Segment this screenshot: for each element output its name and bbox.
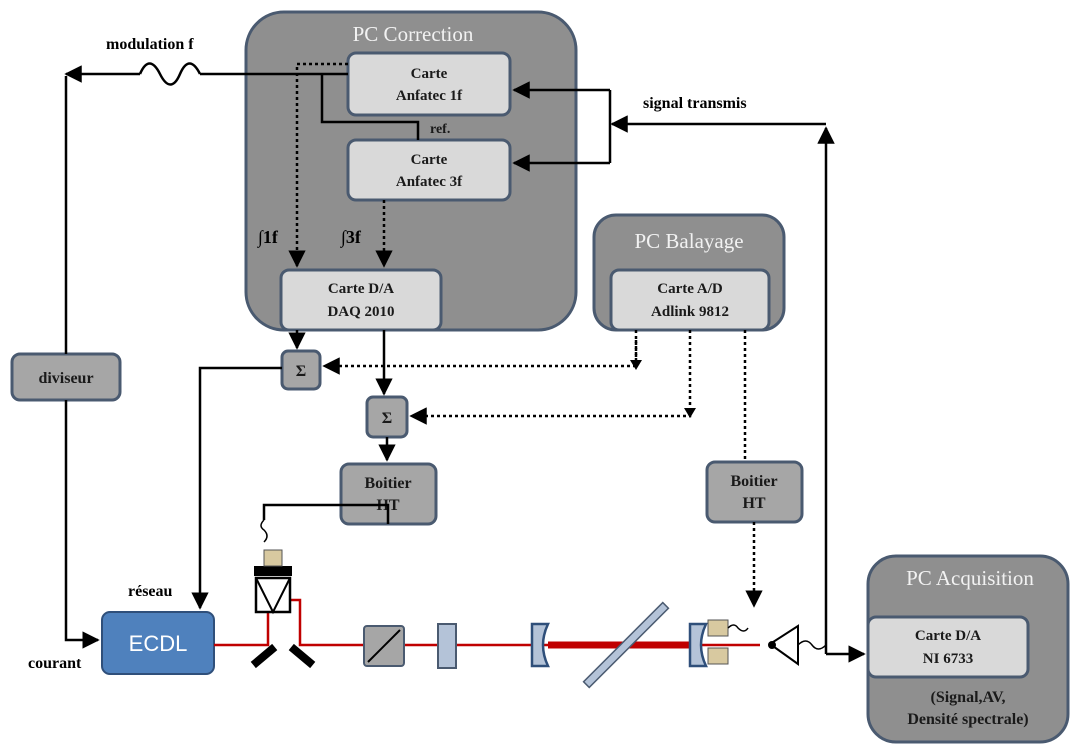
card-ni-line2: NI 6733	[923, 651, 973, 667]
pzt-wire-icon	[260, 519, 268, 543]
pc-balayage-title: PC Balayage	[634, 229, 743, 253]
cavity-mirror-right-icon	[688, 622, 708, 668]
pc-correction-title: PC Correction	[353, 22, 474, 46]
photodetector-icon	[768, 624, 827, 666]
diviseur-box: diviseur	[10, 352, 122, 402]
dotted-adlink-to-sum2	[409, 330, 692, 425]
reseau-label: réseau	[128, 583, 173, 600]
modulation-label: modulation f	[106, 36, 194, 53]
integral-3f-label: ∫3f	[340, 227, 362, 248]
card-daq-line1: Carte D/A	[328, 281, 394, 297]
courant-label: courant	[28, 655, 82, 672]
acquisition-note-line2: Densité spectrale)	[907, 711, 1028, 728]
optical-isolator-icon	[363, 625, 405, 667]
beam-splitter-icon	[582, 601, 670, 689]
card-adlink-line2: Adlink 9812	[651, 304, 729, 320]
sum-symbol-2: Σ	[382, 410, 392, 427]
mod-to-ecdl	[64, 400, 100, 649]
card-ni-line1: Carte D/A	[915, 628, 981, 644]
dotted-1f-to-daq	[288, 62, 348, 268]
grating-prism-icon	[254, 549, 292, 615]
boitier-ht-box-1: Boitier HT	[339, 462, 438, 526]
boitier1-to-pzt	[262, 503, 390, 524]
integral-1f-label: ∫1f	[257, 227, 279, 248]
boitier-2-line2: HT	[742, 495, 765, 512]
card-daq-line2: DAQ 2010	[327, 304, 394, 320]
acquisition-note-line1: (Signal,AV,	[931, 689, 1006, 706]
ref-label: ref.	[430, 122, 450, 137]
card-anfatec-3f: Carte Anfatec 3f	[346, 138, 512, 202]
ref-line	[320, 74, 420, 140]
signal-transmis-label: signal transmis	[643, 95, 747, 112]
dotted-adlink-to-sum1	[322, 330, 638, 375]
sine-wave-icon	[138, 62, 202, 86]
boitier-1-line1: Boitier	[364, 475, 411, 492]
cavity-mirror-left-icon	[530, 622, 550, 668]
sum-box-1: Σ	[280, 349, 322, 391]
ecdl-label: ECDL	[129, 631, 188, 656]
sum-box-2: Σ	[365, 395, 409, 439]
piezo-wire-icon	[727, 624, 749, 632]
card-1f-line2: Anfatec 1f	[396, 88, 463, 104]
waveplate-icon	[437, 623, 457, 669]
solid-connections	[64, 62, 866, 663]
card-3f-line2: Anfatec 3f	[396, 174, 463, 190]
card-3f-line1: Carte	[411, 152, 448, 168]
grating-mirrors-icon	[250, 643, 316, 669]
boitier-2-line1: Boitier	[730, 473, 777, 490]
laser-beam	[214, 598, 760, 649]
diviseur-label: diviseur	[38, 370, 93, 387]
pc-acquisition-title: PC Acquisition	[906, 566, 1034, 590]
dotted-arrowheads	[630, 360, 696, 418]
ecdl-laser-box: ECDL	[101, 611, 215, 675]
card-anfatec-1f: Carte Anfatec 1f	[346, 51, 512, 117]
boitier-ht-box-2: Boitier HT	[705, 460, 804, 524]
card-ni-6733: Carte D/A NI 6733	[866, 615, 1030, 679]
sum-symbol-1: Σ	[296, 363, 306, 380]
sum1-to-ecdl	[191, 366, 282, 610]
piezo-icon	[707, 619, 729, 665]
card-adlink-line1: Carte A/D	[657, 281, 723, 297]
card-adlink-9812: Carte A/D Adlink 9812	[609, 268, 771, 332]
card-1f-line1: Carte	[411, 66, 448, 82]
card-daq-2010: Carte D/A DAQ 2010	[279, 268, 443, 332]
